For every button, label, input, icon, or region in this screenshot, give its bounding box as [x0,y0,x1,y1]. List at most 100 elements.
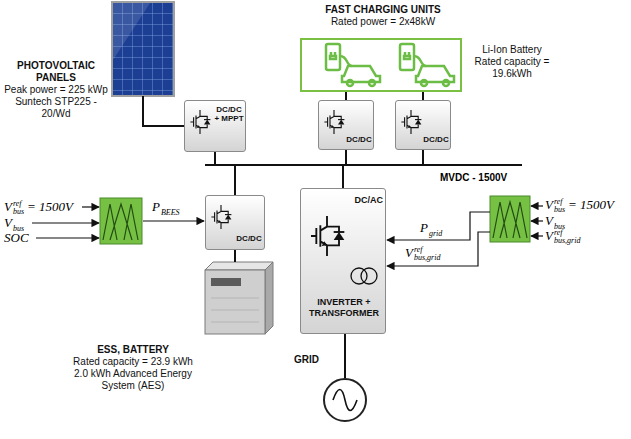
text-group: PHOTOVOLTAIC PANELSPeak power = 225 kWpS… [2,60,110,120]
power-line [345,92,347,100]
drawing-part [143,220,204,221]
drawing-part [32,222,99,223]
text-group: DC/DC + MPPT [213,105,245,123]
battery-illustration [205,262,273,334]
text-group: FAST CHARGING UNITSRated power = 2x48kW [302,4,464,28]
script-stack: BEES [161,209,180,217]
node-text: FAST CHARGING UNITS [302,4,464,16]
fuzzy-controller [490,196,530,242]
node-text: Peak power = 225 kWp [2,84,110,96]
superscript: ref [554,198,565,206]
signal-name: V [4,215,12,230]
inverter-box: DC/AC INVERTER + TRANSFORMER [300,188,386,334]
superscript: ref [554,229,580,237]
script-stack: refbus,grid [554,229,580,245]
subscript: bus [554,206,565,214]
pv-panel-illustration [112,2,174,96]
drawing-part [414,56,426,66]
node-text: Suntech STP225 - 20/Wd [2,96,110,120]
pv-panel: PHOTOVOLTAIC PANELSPeak power = 225 kWpS… [112,2,174,96]
drawing-part [82,206,99,207]
drawing-part [342,165,344,188]
node-text: DC/DC [234,234,264,243]
drawing-part [421,80,427,86]
drawing-part [113,3,150,60]
node-text: ESS, BATTERY [65,344,201,356]
drawing-part [36,237,99,238]
signal-label: Pgrid [420,220,442,238]
signal-name: V [4,199,12,214]
drawing-part [234,165,236,195]
signal-name: V [405,245,413,260]
drawing-part [205,164,522,166]
subscript: bus [13,208,24,216]
drawing-part [330,52,336,59]
node-text: Rated power = 2x48kW [302,16,464,28]
signal-label: Vrefbus,grid [545,228,580,245]
subscript: bus,grid [414,254,440,262]
script-stack: grid [429,230,442,238]
node-text: PHOTOVOLTAIC PANELS [2,60,110,84]
signal-label: Vrefbus,grid [405,245,440,262]
signal-arrow [32,206,543,266]
subscript: bus,grid [554,237,580,245]
signal-name: = 1500V [27,199,73,214]
node-text: Rated capacity = 23.9 kWh [65,356,201,368]
converter-box: DC/DC [318,100,374,150]
drawing-part [100,198,142,244]
text-group: ESS, BATTERYRated capacity = 23.9 kWh2.0… [65,344,201,392]
converter-box: DC/DC + MPPT [184,100,246,152]
sine-symbol [325,380,365,420]
drawing-part [211,278,241,286]
charger-icon [400,44,454,86]
node-text: 2.0 kWh Advanced Energy System (AES) [65,368,201,392]
signal-label: SOC [4,230,29,246]
signal-name: V [545,213,553,228]
signal-name: V [545,228,553,243]
subscript: BEES [161,209,180,217]
text-group: DC/DC [422,135,450,144]
drawing-part [531,205,543,206]
text-group: Li-Ion Battery Rated capacity = 19.6kWh [470,44,554,80]
signal-name: V [545,197,553,212]
signal-label: Vrefbus= 1500V [4,199,73,216]
power-line [143,96,184,126]
drawing-part [493,202,527,238]
script-stack: refbus [554,198,565,214]
text-group: GRID [275,354,319,366]
power-line [422,92,424,100]
drawing-part [347,80,353,86]
grid-source: GRID [323,378,367,422]
power-line [234,250,236,262]
text-group: DC/AC [341,195,383,206]
signal-label: Vrefbus= 1500V [545,197,614,214]
igbt-symbol [399,107,423,137]
signal-label: MVDC - 1500V [440,169,507,186]
drawing-part [490,196,530,242]
drawing-part [400,44,414,70]
subscript: grid [429,230,442,238]
drawing-part [214,152,216,165]
igbt-symbol [209,202,233,232]
drawing-part [387,212,490,240]
superscript: ref [414,246,440,254]
battery: ESS, BATTERYRated capacity = 23.9 kWh2.0… [205,262,265,334]
signal-name: P [152,199,160,214]
bus-label: MVDC - 1500V [440,172,507,183]
drawing-part [531,235,543,236]
transformer-symbol [347,265,381,287]
igbt-symbol [307,213,347,259]
node-text: INVERTER + TRANSFORMER [304,297,384,319]
drawing-part [404,52,410,59]
text-group: DC/DC [234,234,264,243]
drawing-part [205,262,273,270]
signal-name: SOC [4,230,29,245]
fuzzy-controller [100,198,142,244]
drawing-part [443,80,449,86]
node-text: DC/DC [422,135,450,144]
drawing-part [345,150,347,165]
signal-name: = 1500V [568,197,614,212]
drawing-part [205,270,265,334]
node-text: Li-Ion Battery Rated capacity = 19.6kWh [470,44,554,80]
